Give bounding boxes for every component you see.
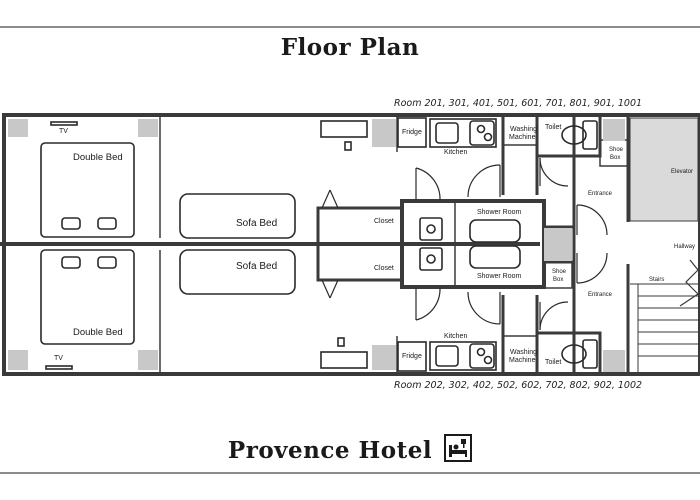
double-bed-top [40, 142, 135, 238]
sofa-bed-bottom [179, 249, 296, 295]
tv-label-top: TV [59, 128, 68, 135]
room-numbers-bottom: Room 202, 302, 402, 502, 602, 702, 802, … [394, 380, 643, 391]
sofa-bed-label-top: Sofa Bed [236, 218, 277, 229]
entrance-label-top: Entrance [588, 191, 613, 197]
stairs-label: Stairs [649, 277, 664, 283]
hallway-label: Hallway [674, 244, 695, 250]
machine-label-bottom: Machine [509, 357, 536, 364]
shoe-label-bottom: Shoe [552, 269, 567, 275]
closet-label-top: Closet [374, 218, 394, 225]
shower-room-label-bottom: Shower Room [477, 273, 522, 280]
room-numbers-top: Room 201, 301, 401, 501, 601, 701, 801, … [394, 98, 643, 109]
machine-label-top: Machine [509, 134, 536, 141]
box-label-bottom: Box [553, 277, 563, 283]
kitchen-label-top: Kitchen [444, 149, 467, 156]
shower-room-label-top: Shower Room [477, 209, 522, 216]
elevator-label: Elevator [671, 169, 693, 175]
hotel-bed-icon [444, 434, 473, 467]
toilet-label-top: Toilet [545, 124, 561, 131]
kitchen-label-bottom: Kitchen [444, 333, 467, 340]
toilet-label-bottom: Toilet [545, 359, 561, 366]
double-bed-label-top: Double Bed [73, 152, 123, 163]
elevator-shaft [629, 117, 699, 222]
washing-label-bottom: Washing [510, 349, 537, 356]
shoe-label-top: Shoe [609, 147, 624, 153]
fridge-label-bottom: Fridge [402, 353, 422, 360]
double-bed-label-bottom: Double Bed [73, 327, 123, 338]
closet-label-bottom: Closet [374, 265, 394, 272]
fridge-label-top: Fridge [402, 129, 422, 136]
page-title: Floor Plan [280, 34, 420, 61]
entrance-label-bottom: Entrance [588, 292, 613, 298]
hotel-name: Provence Hotel [227, 437, 433, 464]
hotel-name-row: Provence Hotel [0, 434, 700, 467]
sofa-bed-label-bottom: Sofa Bed [236, 261, 277, 272]
washing-label-top: Washing [510, 126, 537, 133]
sofa-bed-top [179, 193, 296, 239]
double-bed-bottom [40, 249, 135, 345]
box-label-top: Box [610, 155, 620, 161]
tv-label-bottom: TV [54, 355, 63, 362]
